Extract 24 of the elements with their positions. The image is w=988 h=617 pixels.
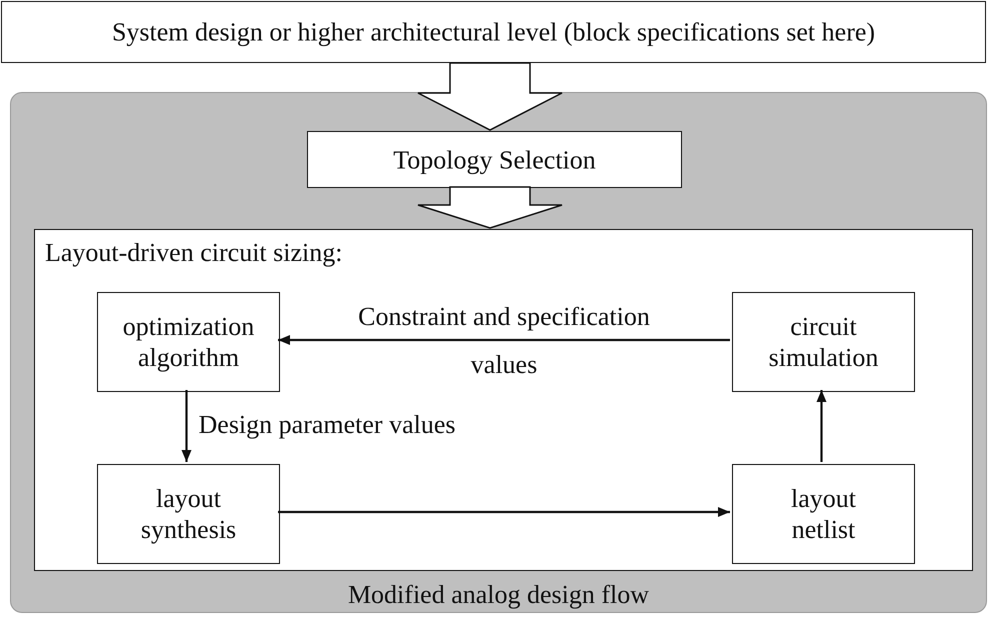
group-heading: Layout-driven circuit sizing: [45, 238, 342, 268]
arrow [816, 390, 826, 462]
box-label: layout synthesis [140, 482, 238, 546]
process-box [732, 292, 915, 392]
arrow [182, 390, 192, 462]
flow-panel [10, 92, 987, 613]
arrow [278, 335, 730, 345]
group-box [34, 229, 973, 571]
process-box [732, 464, 915, 564]
block-arrow [417, 62, 563, 131]
box-label: optimization algorithm [122, 310, 256, 374]
process-box [97, 292, 280, 392]
box-label: Topology Selection [392, 144, 597, 176]
process-box [307, 131, 682, 188]
box-label: layout netlist [790, 482, 857, 546]
process-box [1, 1, 986, 63]
arrow [278, 507, 730, 517]
block-arrow [417, 186, 563, 229]
process-box [97, 464, 280, 564]
panel-caption: Modified analog design flow [346, 580, 650, 610]
edge-label: Constraint and specification values [357, 301, 651, 381]
box-label: System design or higher architectural level (block specifications set here) [110, 16, 876, 48]
edge-label: Design parameter values [198, 410, 456, 440]
box-label: circuit simulation [768, 310, 880, 374]
